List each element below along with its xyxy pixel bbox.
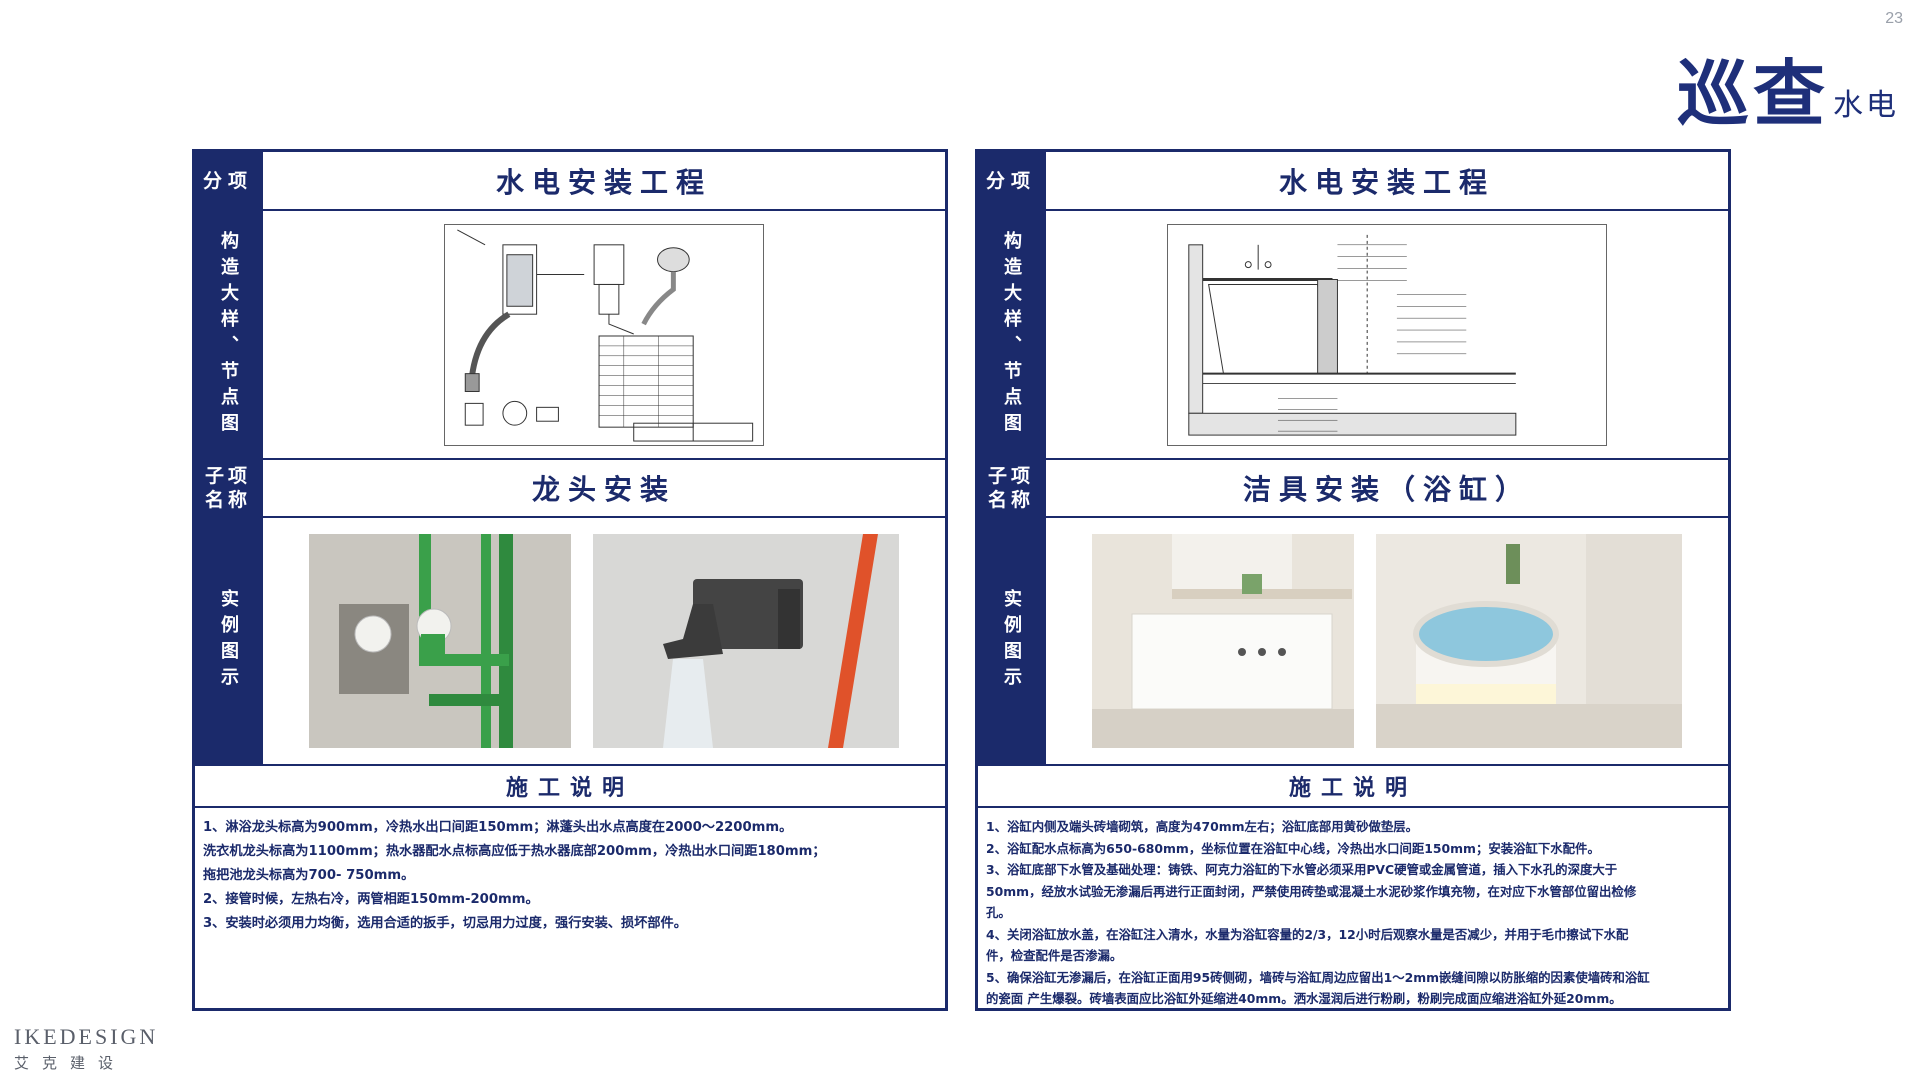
row-examples: 实例图示 bbox=[195, 518, 945, 766]
brand-cn: 艾克建设 bbox=[14, 1054, 127, 1072]
label-fenxiang: 分项 bbox=[195, 152, 261, 209]
right-panel: 分项 水电安装工程 构造大样、节点图 bbox=[975, 149, 1731, 1011]
note-line: 5、确保浴缸无渗漏后，在浴缸正面用95砖侧砌，墙砖与浴缸周边应留出1～2mm嵌缝… bbox=[986, 969, 1650, 985]
wall-faucet-photo bbox=[593, 534, 899, 748]
row-notes-heading: 施工说明 bbox=[978, 766, 1728, 808]
page-number: 23 bbox=[1885, 10, 1903, 27]
title-main: 巡查 bbox=[1676, 51, 1829, 136]
notes-heading: 施工说明 bbox=[1288, 776, 1417, 801]
note-line: 50mm，经放水试验无渗漏后再进行正面封闭，严禁使用砖垫或混凝土水泥砂浆作填充物… bbox=[986, 883, 1637, 899]
label-shili: 实例图示 bbox=[1001, 589, 1022, 693]
pipe-photo bbox=[309, 534, 571, 748]
label-gouzao: 构造大样、节点图 bbox=[1001, 230, 1022, 439]
note-line: 的瓷面 产生爆裂。砖墙表面应比浴缸外延缩进40mm。洒水湿润后进行粉刷，粉刷完成… bbox=[986, 991, 1622, 1006]
label-zixiang: 子项名称 bbox=[195, 460, 261, 516]
label-gouzao: 构造大样、节点图 bbox=[218, 230, 239, 439]
notes-list: 1、浴缸内侧及端头砖墙砌筑，高度为470mm左右；浴缸底部用黄砂做垫层。 2、浴… bbox=[986, 816, 1720, 1010]
label-shili: 实例图示 bbox=[218, 589, 239, 693]
subitem-name: 龙头安装 bbox=[531, 473, 676, 506]
notes-heading: 施工说明 bbox=[505, 776, 634, 801]
row-zixiang: 子项名称 龙头安装 bbox=[195, 460, 945, 518]
note-line: 4、关闭浴缸放水盖，在浴缸注入清水，水量为浴缸容量的2/3，12小时后观察水量是… bbox=[986, 926, 1629, 942]
title-sub: 水电 bbox=[1833, 88, 1899, 123]
section-heading: 水电安装工程 bbox=[495, 165, 712, 199]
row-zixiang: 子项名称 洁具安装（浴缸） bbox=[978, 460, 1728, 518]
notes-list: 1、淋浴龙头标高为900mm，冷热水出口间距150mm；淋蓬头出水点高度在200… bbox=[203, 816, 937, 936]
jacuzzi-photo bbox=[1376, 534, 1682, 748]
note-line: 3、浴缸底部下水管及基础处理：铸铁、阿克力浴缸的下水管必须采用PVC硬管或金属管… bbox=[986, 862, 1618, 877]
note-line: 洗衣机龙头标高为1100mm；热水器配水点标高应低于热水器底部200mm，冷热出… bbox=[203, 844, 826, 859]
row-notes-heading: 施工说明 bbox=[195, 766, 945, 808]
note-line: 孔。 bbox=[986, 905, 1011, 920]
note-line: 1、浴缸内侧及端头砖墙砌筑，高度为470mm左右；浴缸底部用黄砂做垫层。 bbox=[986, 819, 1419, 834]
label-zixiang: 子项名称 bbox=[978, 460, 1044, 516]
bathtub-section-drawing bbox=[1167, 223, 1607, 446]
row-fenxiang: 分项 水电安装工程 bbox=[978, 152, 1728, 211]
note-line: 拖把池龙头标高为700- 750mm。 bbox=[203, 868, 415, 883]
label-fenxiang: 分项 bbox=[978, 152, 1044, 209]
row-drawing: 构造大样、节点图 bbox=[195, 211, 945, 460]
row-fenxiang: 分项 水电安装工程 bbox=[195, 152, 945, 211]
note-line: 2、接管时候，左热右冷，两管相距150mm-200mm。 bbox=[203, 892, 539, 907]
brand-logo: IKEDESIGN 艾克建设 bbox=[14, 1024, 158, 1073]
note-line: 2、浴缸配水点标高为650-680mm，坐标位置在浴缸中心线，冷热出水口间距15… bbox=[986, 840, 1600, 856]
row-notes: 1、淋浴龙头标高为900mm，冷热水出口间距150mm；淋蓬头出水点高度在200… bbox=[195, 808, 945, 1008]
section-heading: 水电安装工程 bbox=[1278, 165, 1495, 199]
left-panel: 分项 水电安装工程 构造大样、节点图 bbox=[192, 149, 948, 1011]
bathtub-photo bbox=[1092, 534, 1354, 748]
faucet-drawing bbox=[444, 223, 764, 446]
page-title: 巡查 水电 bbox=[1677, 58, 1899, 130]
note-line: 3、安装时必须用力均衡，选用合适的扳手，切忌用力过度，强行安装、损坏部件。 bbox=[203, 916, 687, 931]
note-line: 1、淋浴龙头标高为900mm，冷热水出口间距150mm；淋蓬头出水点高度在200… bbox=[203, 820, 793, 835]
row-examples: 实例图示 bbox=[978, 518, 1728, 766]
note-line: 件，检查配件是否渗漏。 bbox=[986, 948, 1123, 963]
row-drawing: 构造大样、节点图 bbox=[978, 211, 1728, 460]
brand-en: IKEDESIGN bbox=[14, 1024, 159, 1049]
subitem-name: 洁具安装（浴缸） bbox=[1242, 473, 1531, 506]
row-notes: 1、浴缸内侧及端头砖墙砌筑，高度为470mm左右；浴缸底部用黄砂做垫层。 2、浴… bbox=[978, 808, 1728, 1008]
